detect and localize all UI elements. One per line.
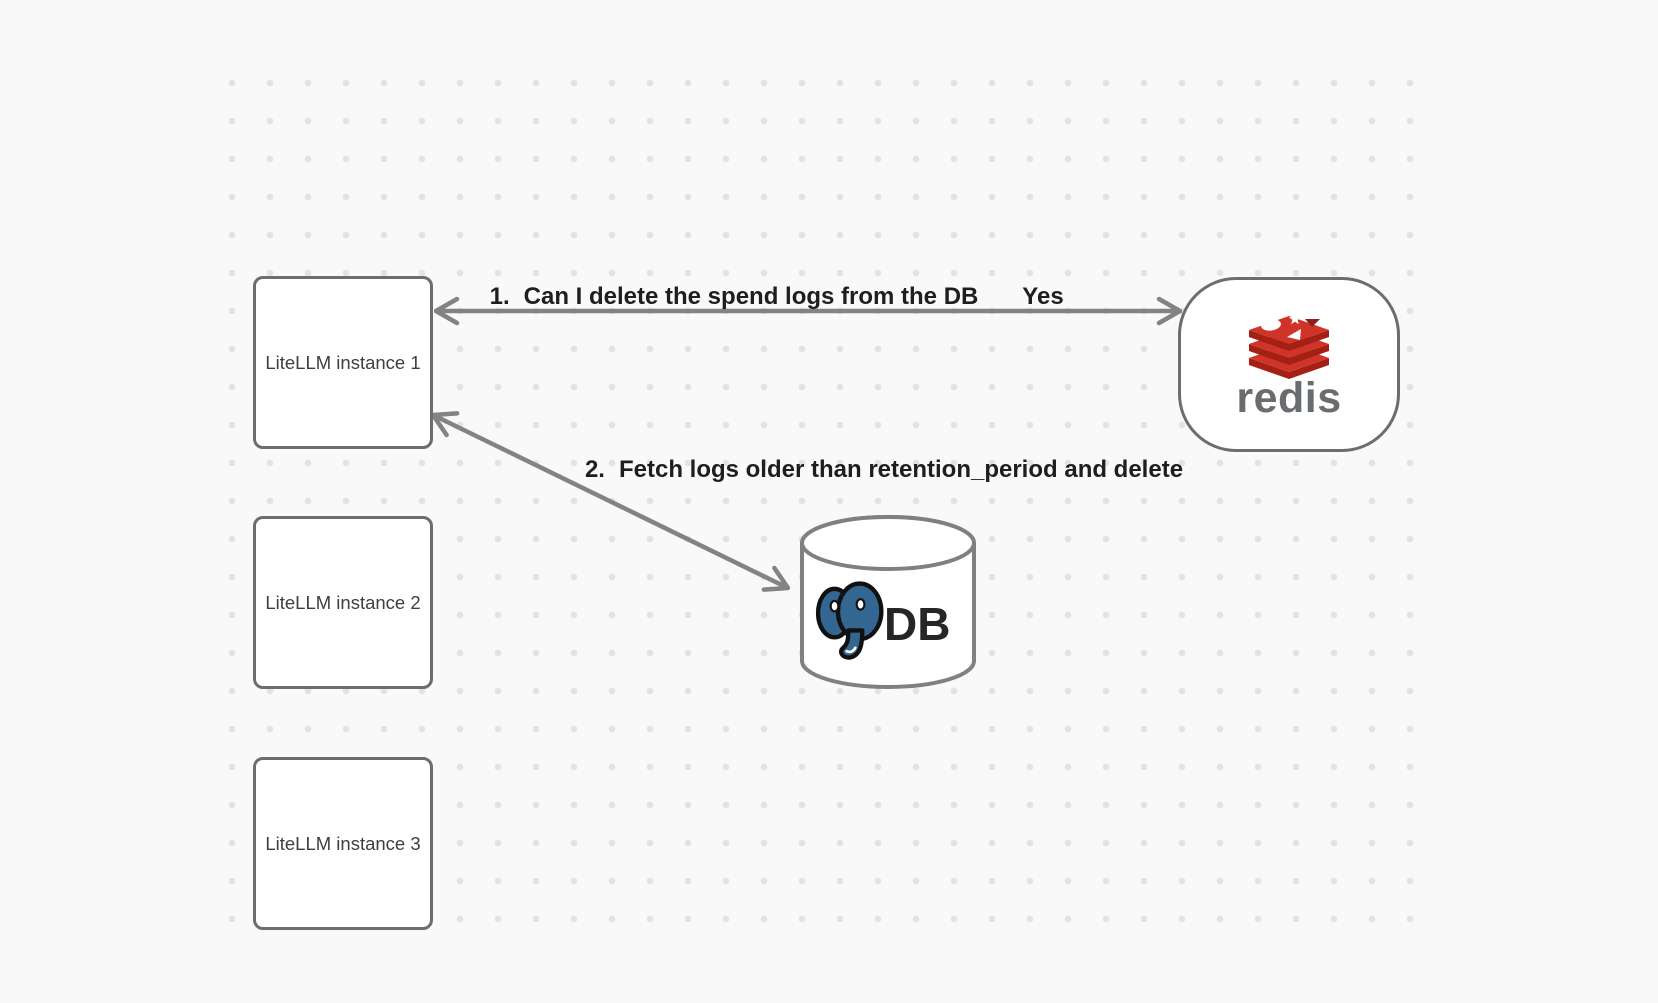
node-litellm-instance-2[interactable]: LiteLLM instance 2 xyxy=(253,516,433,689)
redis-logo-icon xyxy=(1249,312,1329,379)
arrow-1-response-label[interactable]: Yes xyxy=(1022,283,1064,310)
node-redis[interactable]: redis xyxy=(1178,277,1400,452)
db-label: DB xyxy=(884,598,951,650)
node-label: LiteLLM instance 1 xyxy=(265,351,421,373)
arrow-2-number: 2. xyxy=(584,456,605,483)
postgresql-elephant-icon xyxy=(815,581,884,660)
arrow-1-label[interactable]: 1. Can I delete the spend logs from the D… xyxy=(490,283,979,311)
db-cylinder-shape xyxy=(800,515,976,689)
node-label: LiteLLM instance 2 xyxy=(265,591,421,613)
arrow-instance1-db[interactable] xyxy=(433,415,788,588)
redis-wordmark: redis xyxy=(1236,374,1342,422)
node-database[interactable]: DB xyxy=(798,513,978,695)
arrow-2-label[interactable]: 2. Fetch logs older than retention_period… xyxy=(585,456,1183,484)
node-label: LiteLLM instance 3 xyxy=(265,832,421,854)
arrow-1-number: 1. xyxy=(489,283,510,310)
arrow-2-text: Fetch logs older than retention_period a… xyxy=(618,456,1184,483)
node-litellm-instance-3[interactable]: LiteLLM instance 3 xyxy=(253,757,433,930)
node-litellm-instance-1[interactable]: LiteLLM instance 1 xyxy=(253,276,433,449)
arrow-1-text: Can I delete the spend logs from the DB xyxy=(523,283,979,310)
